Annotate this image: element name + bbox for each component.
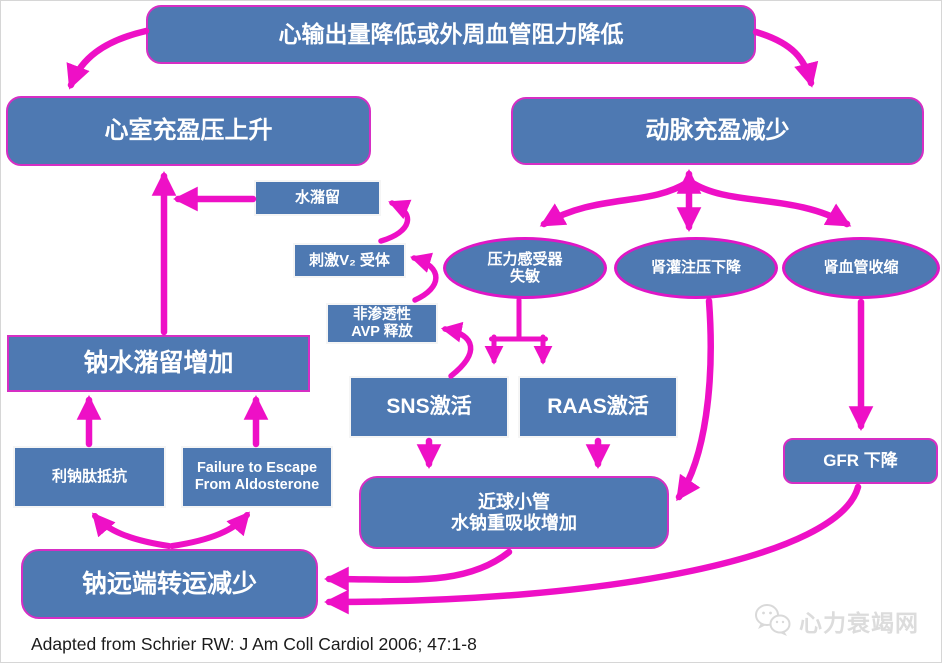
node-sodium-water-retention: 钠水潴留增加 [7, 335, 310, 392]
node-proximal-tubule: 近球小管 水钠重吸收增加 [359, 476, 669, 549]
node-proximal-line2: 水钠重吸收增加 [451, 512, 577, 533]
node-sodium-water-retention-label: 钠水潴留增加 [83, 349, 234, 378]
node-raas-label: RAAS激活 [547, 394, 649, 418]
arrow-top-to-arterial [752, 28, 819, 88]
node-gfr: GFR 下降 [783, 438, 938, 484]
arrow-avp-to-v2 [409, 252, 439, 303]
node-distal-sodium: 钠远端转运减少 [21, 549, 318, 619]
node-avp-release: 非渗透性 AVP 释放 [326, 303, 438, 344]
node-aldosterone-line1: Failure to Escape [196, 460, 318, 477]
node-arterial-filling-label: 动脉充盈减少 [645, 117, 790, 145]
arrow-distal-to-natriuretic [92, 512, 172, 549]
node-avp-line2: AVP 释放 [351, 323, 413, 340]
arrow-distal-to-aldosterone [169, 511, 250, 549]
node-cardiac-output-label: 心输出量降低或外周血管阻力降低 [278, 21, 624, 48]
node-arterial-filling: 动脉充盈减少 [511, 97, 924, 165]
node-renal-vasoconstriction: 肾血管收缩 [782, 237, 940, 299]
watermark: 心力衰竭网 [753, 603, 919, 639]
node-renal-vasoconstriction-label: 肾血管收缩 [823, 259, 899, 277]
arrow-sns-to-avp [440, 321, 474, 379]
node-proximal-line1: 近球小管 [478, 491, 550, 512]
node-natriuretic-resistance-label: 利钠肽抵抗 [51, 468, 127, 486]
arrow-arterial-to-baroreceptor [539, 178, 692, 228]
node-baroreceptor-line1: 压力感受器 [487, 250, 563, 268]
arrow-v2-to-water [378, 199, 412, 244]
node-sns: SNS激活 [349, 376, 509, 438]
node-aldosterone-line2: From Aldosterone [194, 477, 320, 493]
node-distal-sodium-label: 钠远端转运减少 [81, 569, 257, 598]
node-renal-perfusion: 肾灌注压下降 [614, 237, 778, 299]
arrow-renal-perfusion-to-proximal [675, 297, 714, 502]
node-avp-line1: 非渗透性 [353, 306, 411, 323]
node-raas: RAAS激活 [518, 376, 678, 438]
node-sns-label: SNS激活 [386, 394, 472, 418]
citation-text: Adapted from Schrier RW: J Am Coll Cardi… [31, 634, 477, 654]
arrow-arterial-to-renal-vasoconstriction [687, 178, 852, 228]
node-baroreceptor: 压力感受器 失敏 [443, 237, 607, 299]
chat-bubbles-logo-icon [755, 604, 791, 636]
watermark-text: 心力衰竭网 [799, 610, 919, 636]
node-cardiac-output: 心输出量降低或外周血管阻力降低 [146, 5, 756, 64]
node-gfr-label: GFR 下降 [823, 451, 898, 471]
arrow-top-to-ventricular [66, 27, 150, 90]
node-v2-receptor-label: 刺激V₂ 受体 [309, 251, 390, 269]
node-water-retention: 水潴留 [254, 180, 381, 216]
arrow-proximal-to-distal [324, 548, 513, 592]
node-water-retention-label: 水潴留 [294, 189, 340, 207]
node-natriuretic-resistance: 利钠肽抵抗 [13, 446, 166, 508]
node-renal-perfusion-label: 肾灌注压下降 [650, 259, 741, 277]
node-ventricular-filling-label: 心室充盈压上升 [104, 117, 273, 145]
node-v2-receptor: 刺激V₂ 受体 [293, 243, 406, 278]
node-aldosterone-escape: Failure to Escape From Aldosterone [181, 446, 333, 508]
node-ventricular-filling: 心室充盈压上升 [6, 96, 371, 166]
line-baroreceptor-split [489, 297, 548, 342]
node-baroreceptor-line2: 失敏 [509, 268, 540, 285]
